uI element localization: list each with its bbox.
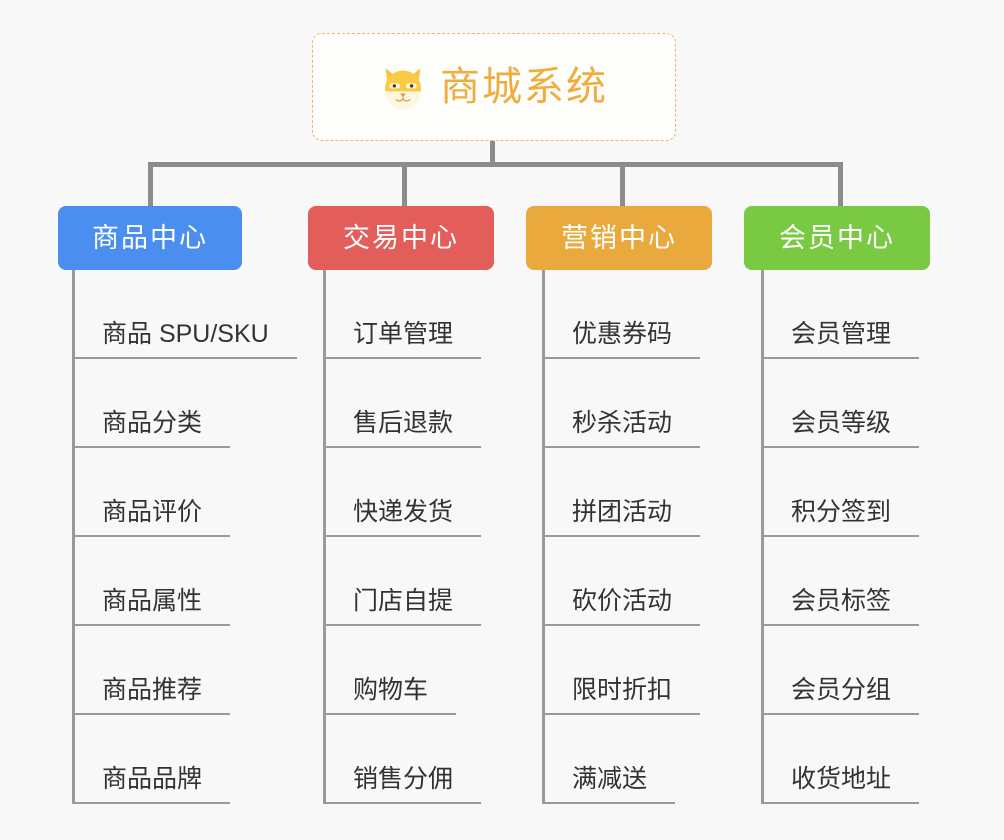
leaf-node[interactable]: 会员等级 [761,359,920,448]
connector-drop-3 [620,162,625,206]
category-label: 会员中心 [779,222,895,253]
leaf-node[interactable]: 商品品牌 [72,715,231,804]
shiba-dog-face-icon [385,68,421,110]
leaf-label: 积分签到 [791,498,892,527]
category-box-marketing-center[interactable]: 营销中心 [526,206,712,270]
leaf-underline: 商品推荐 [72,676,231,715]
leaf-label: 商品评价 [102,498,203,527]
leaf-underline: 满减送 [542,765,676,804]
leaf-node[interactable]: 积分签到 [761,448,920,537]
leaf-underline: 限时折扣 [542,676,701,715]
root-title: 商城系统 [440,65,608,109]
leaf-node[interactable]: 秒杀活动 [542,359,701,448]
leaf-underline: 优惠券码 [542,320,701,359]
category-box-product-center[interactable]: 商品中心 [58,206,242,270]
leaf-label: 快递发货 [353,498,454,527]
branch-trunk [72,270,75,804]
connector-drop-1 [148,162,153,206]
leaf-label: 商品分类 [102,409,203,438]
leaf-node[interactable]: 门店自提 [323,537,482,626]
leaf-node[interactable]: 商品推荐 [72,626,231,715]
leaf-node[interactable]: 商品分类 [72,359,231,448]
category-box-member-center[interactable]: 会员中心 [744,206,930,270]
leaf-label: 会员管理 [791,320,892,349]
leaf-underline: 会员管理 [761,320,920,359]
leaf-node[interactable]: 会员管理 [761,270,920,359]
leaf-label: 销售分佣 [353,765,454,794]
leaf-node[interactable]: 满减送 [542,715,676,804]
leaf-node[interactable]: 会员分组 [761,626,920,715]
leaf-underline: 商品品牌 [72,765,231,804]
connector-stem [490,141,495,164]
leaf-underline: 积分签到 [761,498,920,537]
leaf-label: 商品属性 [102,587,203,616]
leaf-underline: 销售分佣 [323,765,482,804]
leaf-underline: 收货地址 [761,765,920,804]
leaf-label: 秒杀活动 [572,409,673,438]
leaf-node[interactable]: 限时折扣 [542,626,701,715]
leaf-node[interactable]: 砍价活动 [542,537,701,626]
category-label: 营销中心 [561,222,677,253]
leaf-underline: 购物车 [323,676,457,715]
leaf-label: 拼团活动 [572,498,673,527]
root-node[interactable]: 商城系统 [312,33,676,141]
leaf-label: 门店自提 [353,587,454,616]
leaf-node[interactable]: 商品属性 [72,537,231,626]
category-label: 交易中心 [343,222,459,253]
leaf-underline: 拼团活动 [542,498,701,537]
connector-drop-4 [838,162,843,206]
leaf-label: 售后退款 [353,409,454,438]
leaf-label: 购物车 [353,676,429,705]
leaf-label: 商品推荐 [102,676,203,705]
leaf-label: 会员等级 [791,409,892,438]
leaf-underline: 售后退款 [323,409,482,448]
branch-trunk [323,270,326,804]
leaf-label: 限时折扣 [572,676,673,705]
leaf-label: 收货地址 [791,765,892,794]
leaf-node[interactable]: 优惠券码 [542,270,701,359]
connector-drop-2 [402,162,407,206]
leaf-label: 满减送 [572,765,648,794]
leaf-underline: 秒杀活动 [542,409,701,448]
leaf-label: 会员分组 [791,676,892,705]
leaf-label: 商品 SPU/SKU [102,320,269,349]
leaf-node[interactable]: 拼团活动 [542,448,701,537]
leaf-underline: 快递发货 [323,498,482,537]
leaf-underline: 商品属性 [72,587,231,626]
leaf-node[interactable]: 订单管理 [323,270,482,359]
leaf-underline: 商品分类 [72,409,231,448]
leaf-label: 砍价活动 [572,587,673,616]
leaf-node[interactable]: 会员标签 [761,537,920,626]
leaf-underline: 门店自提 [323,587,482,626]
leaf-node[interactable]: 销售分佣 [323,715,482,804]
branch-trunk [761,270,764,804]
leaf-node[interactable]: 售后退款 [323,359,482,448]
branch-trunk [542,270,545,804]
leaf-label: 优惠券码 [572,320,673,349]
leaf-underline: 订单管理 [323,320,482,359]
leaf-underline: 会员分组 [761,676,920,715]
leaf-node[interactable]: 购物车 [323,626,457,715]
category-box-trade-center[interactable]: 交易中心 [308,206,494,270]
leaf-underline: 会员等级 [761,409,920,448]
leaf-node[interactable]: 商品评价 [72,448,231,537]
leaf-label: 商品品牌 [102,765,203,794]
leaf-node[interactable]: 快递发货 [323,448,482,537]
leaf-underline: 商品评价 [72,498,231,537]
leaf-label: 订单管理 [353,320,454,349]
leaf-underline: 砍价活动 [542,587,701,626]
leaf-label: 会员标签 [791,587,892,616]
connector-bus [148,162,840,167]
leaf-node[interactable]: 商品 SPU/SKU [72,270,297,359]
leaf-node[interactable]: 收货地址 [761,715,920,804]
category-label: 商品中心 [92,222,208,253]
leaf-underline: 会员标签 [761,587,920,626]
leaf-underline: 商品 SPU/SKU [72,320,297,359]
